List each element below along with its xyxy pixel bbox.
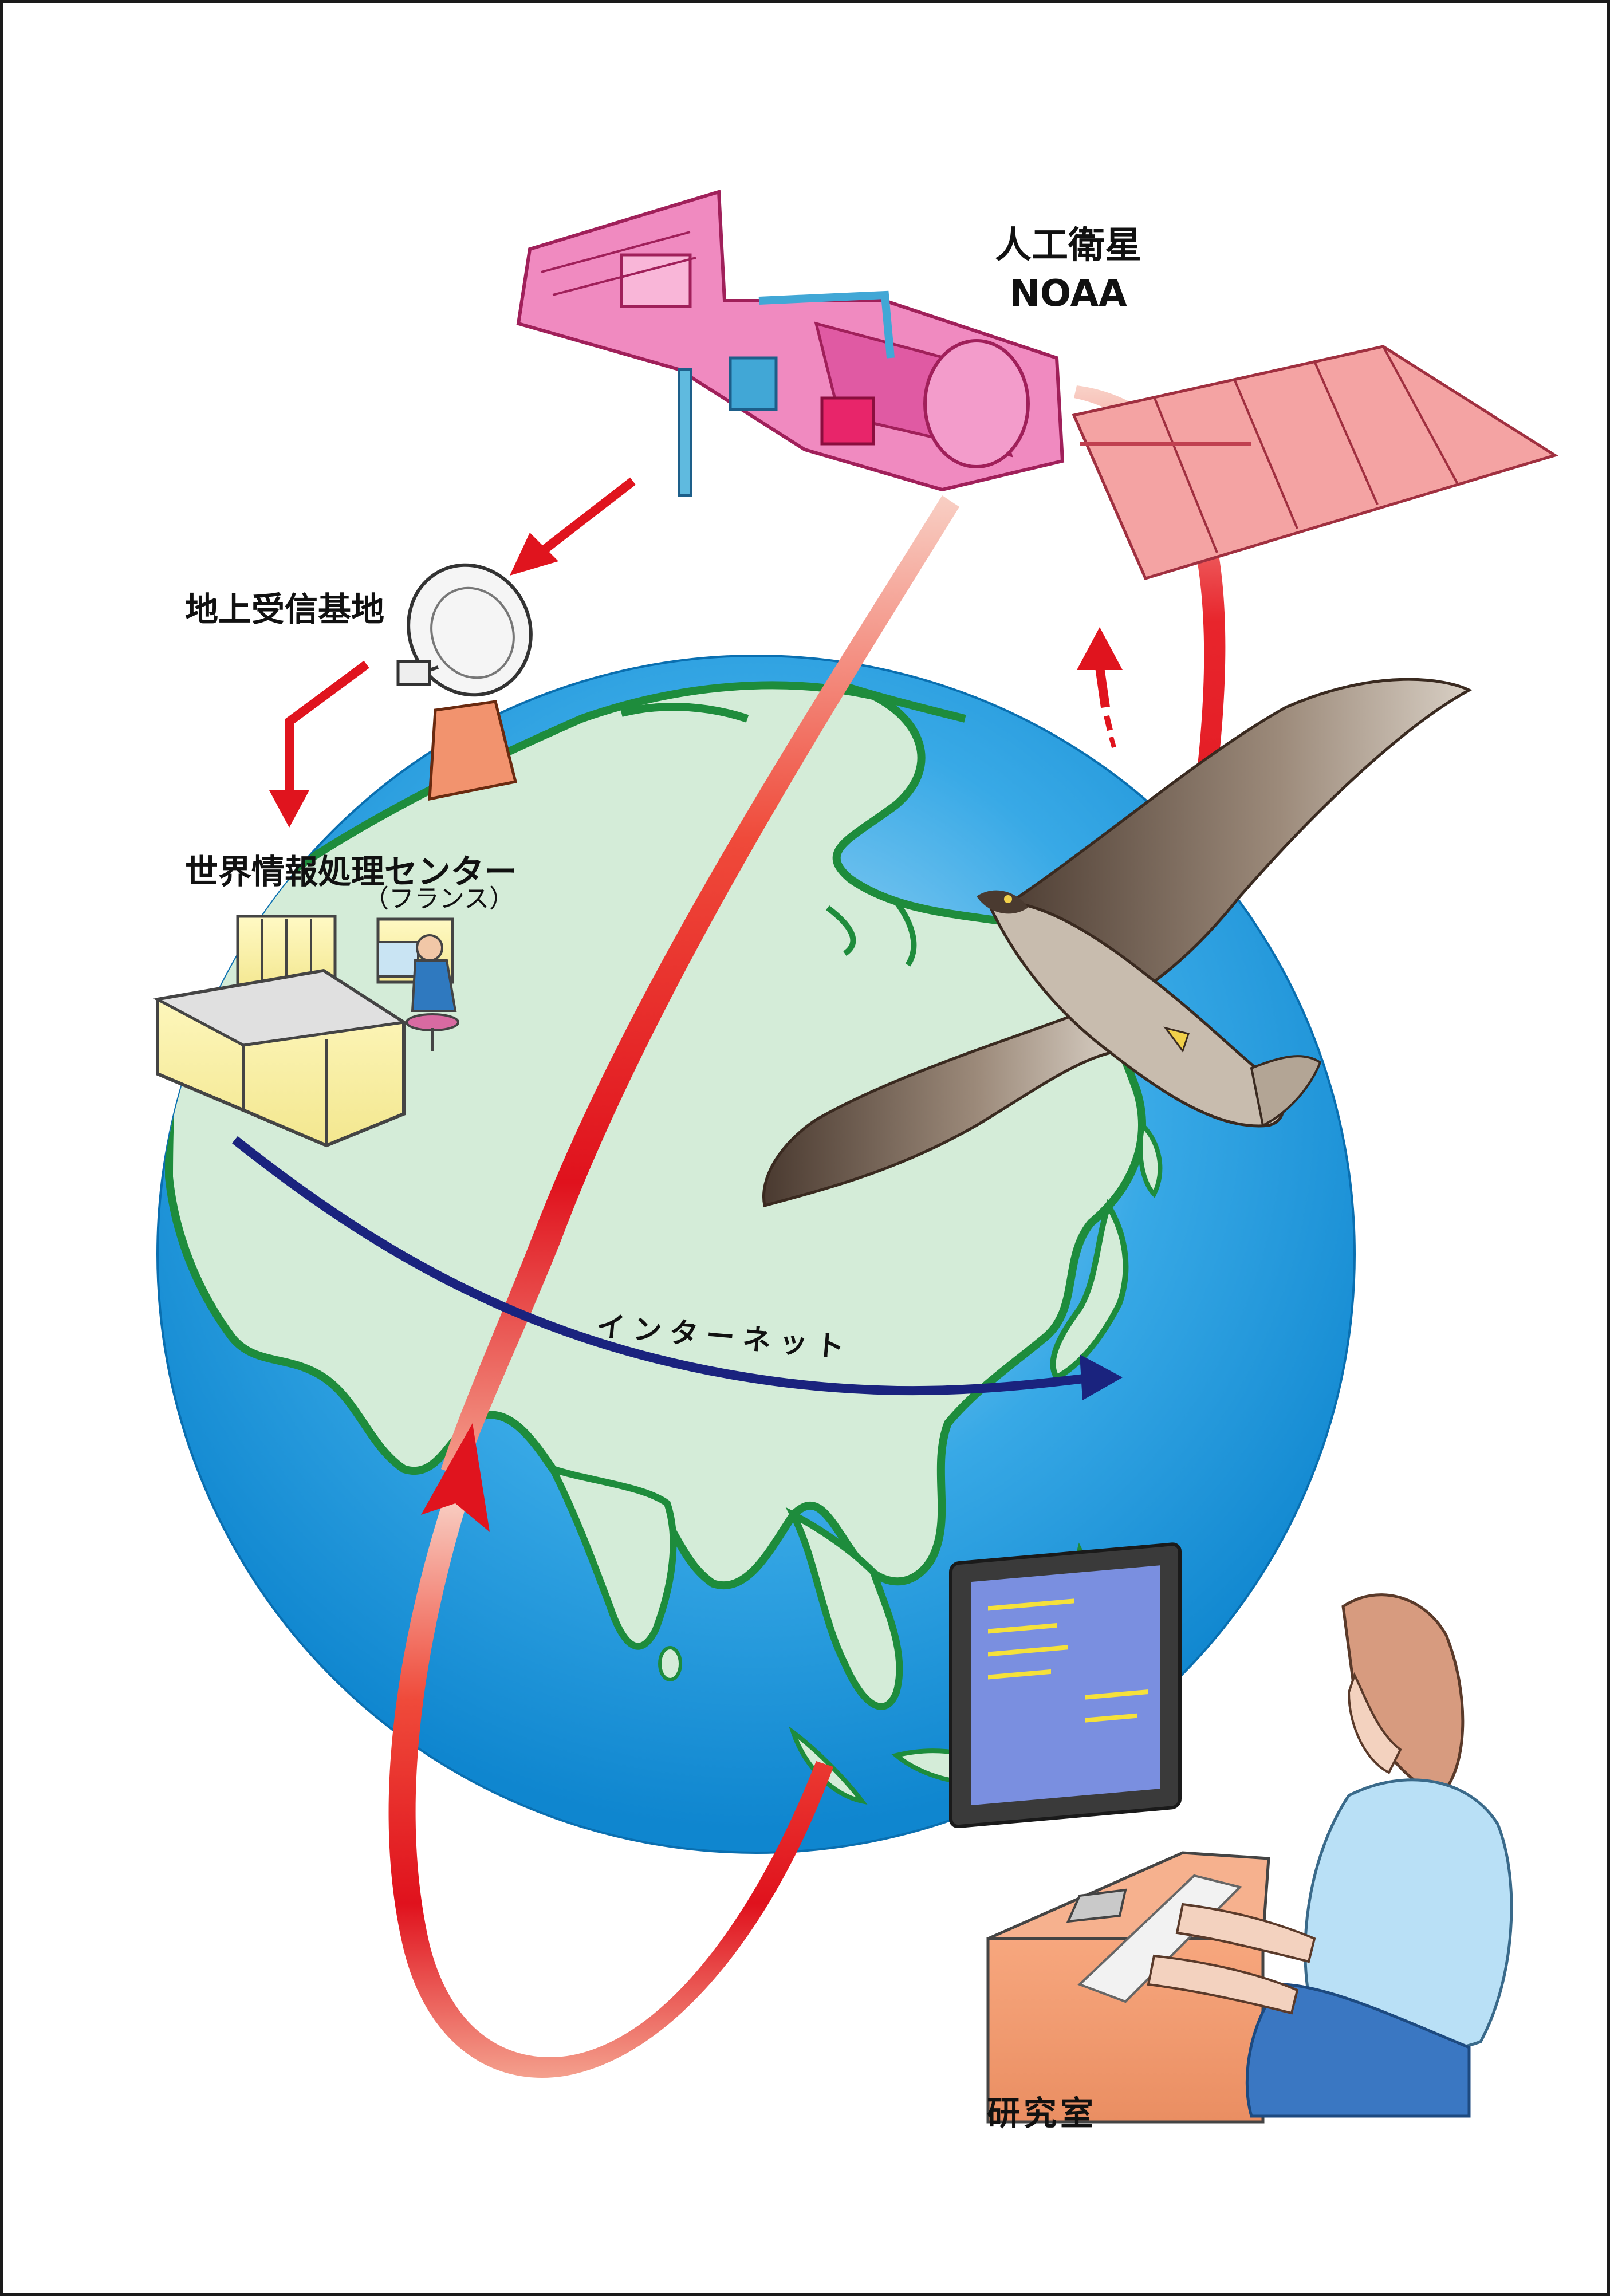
satellite-label-line1: 人工衛星 — [995, 225, 1141, 267]
ground-station-dish — [396, 563, 533, 801]
orbit-arrowhead — [421, 1423, 490, 1532]
noaa-satellite — [516, 190, 1558, 581]
illustration — [153, 190, 1558, 2124]
flow-arrow-satellite-to-ground — [510, 477, 636, 576]
flow-arrow-ground-to-center — [269, 660, 369, 828]
processing-center-label: 世界情報処理センター — [185, 852, 518, 891]
internet-arrowhead — [1080, 1354, 1123, 1400]
laboratory — [949, 1542, 1513, 2124]
processing-center — [153, 915, 459, 1148]
satellite-label: 人工衛星 NOAA — [954, 222, 1183, 318]
orbit-front-segment — [441, 495, 959, 1478]
orbit-lower-segment — [388, 1498, 833, 2078]
laboratory-label: 研究室 — [987, 2094, 1097, 2133]
flow-arrow-uplink — [1077, 627, 1123, 749]
internet-arrow — [232, 1136, 1095, 1396]
satellite-label-line2: NOAA — [1009, 273, 1127, 315]
processing-center-country-label: （フランス） — [364, 884, 515, 913]
hawk — [762, 678, 1473, 1208]
continents — [164, 680, 1163, 1805]
solar-panel — [1072, 345, 1558, 581]
ground-station-label: 地上受信基地 — [185, 590, 385, 629]
